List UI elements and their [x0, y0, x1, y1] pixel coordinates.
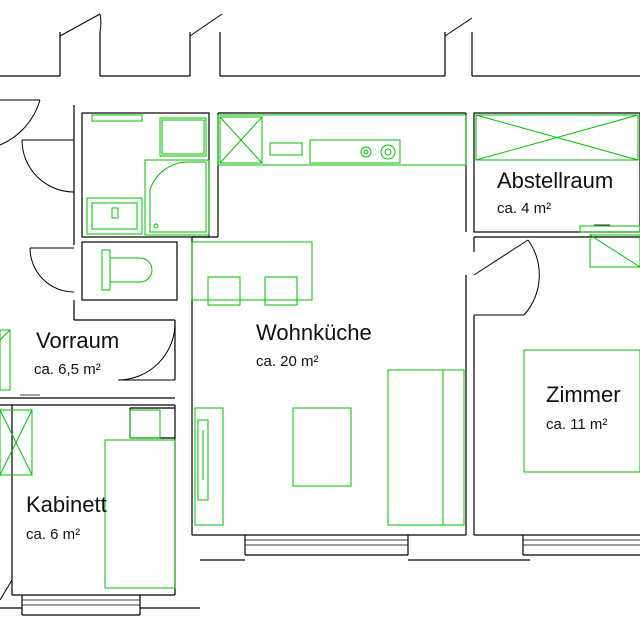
room-name-abstellraum: Abstellraum — [497, 168, 613, 193]
room-label-zimmer: Zimmer ca. 11 m² — [546, 382, 621, 433]
room-area-wohnkueche: ca. 20 m² — [256, 353, 319, 370]
room-area-kabinett: ca. 6 m² — [26, 526, 80, 543]
room-label-kabinett: Kabinett ca. 6 m² — [26, 492, 107, 543]
room-label-wohnkueche: Wohnküche ca. 20 m² — [256, 320, 372, 370]
room-name-zimmer: Zimmer — [546, 382, 621, 407]
room-area-vorraum: ca. 6,5 m² — [34, 361, 101, 378]
window-panes — [22, 539, 640, 606]
room-area-abstellraum: ca. 4 m² — [497, 200, 551, 217]
room-name-kabinett: Kabinett — [26, 492, 107, 517]
furniture — [0, 114, 640, 589]
room-name-vorraum: Vorraum — [36, 328, 119, 353]
room-name-wohnkueche: Wohnküche — [256, 320, 372, 345]
doors — [0, 13, 540, 601]
radiators — [20, 224, 610, 396]
room-label-abstellraum: Abstellraum ca. 4 m² — [497, 168, 613, 217]
room-area-zimmer: ca. 11 m² — [546, 416, 607, 433]
room-label-vorraum: Vorraum ca. 6,5 m² — [34, 328, 119, 378]
